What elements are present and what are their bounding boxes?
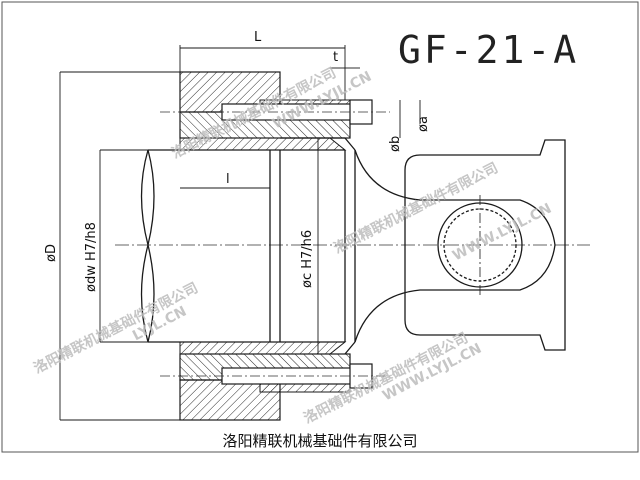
dim-c-label: øc H7/h6 <box>300 229 315 288</box>
yoke <box>354 139 566 351</box>
company-caption: 洛阳精联机械基础件有限公司 <box>222 432 418 450</box>
top-bolt <box>160 99 390 125</box>
shaft <box>140 149 281 343</box>
dim-l-label: l <box>226 172 230 187</box>
dim-a-label: øa <box>416 116 431 132</box>
drawing-title: GF-21-A <box>398 28 580 72</box>
bottom-flange <box>179 341 351 421</box>
dim-L-label: L <box>254 30 262 45</box>
dim-D-label: øD <box>44 244 59 262</box>
drawing-border <box>1 1 639 453</box>
dim-b-label: øb <box>388 135 403 152</box>
bottom-bolt <box>160 363 390 389</box>
dimension-lines <box>59 45 421 421</box>
hub <box>280 137 356 355</box>
dim-dw-label: ødw H7/h8 <box>84 222 99 292</box>
dim-t-label: t <box>333 50 339 65</box>
